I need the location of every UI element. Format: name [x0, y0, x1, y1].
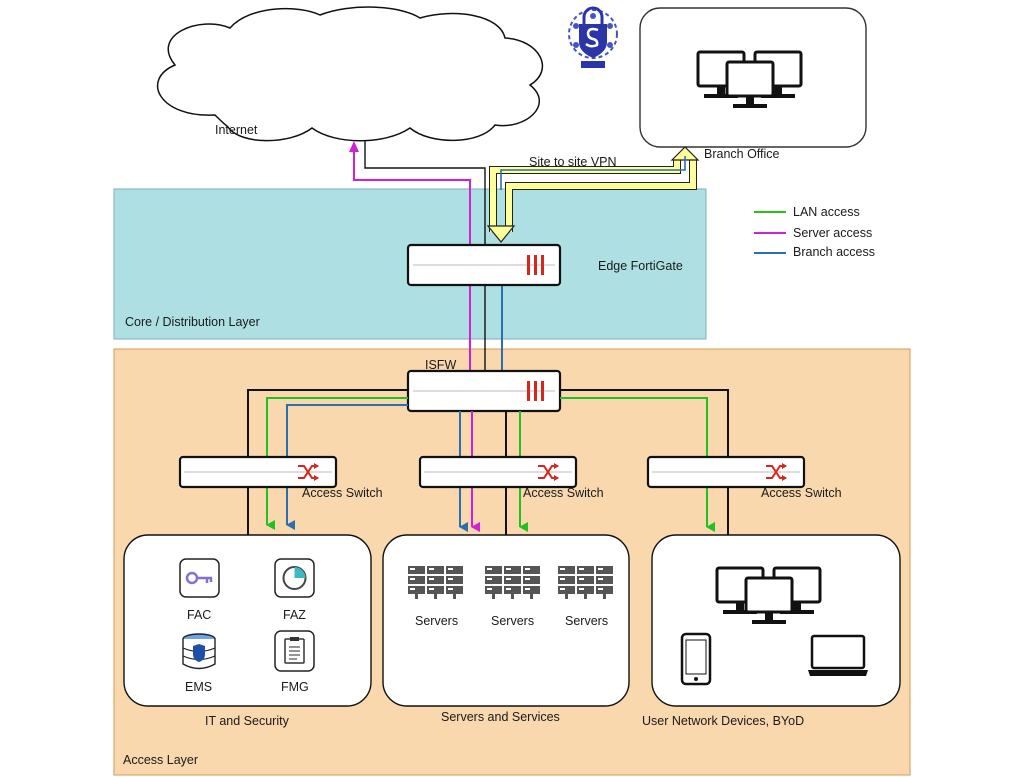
- it-security-box: [123, 534, 372, 707]
- access-switch-label-3: Access Switch: [761, 486, 842, 500]
- isfw-device: [406, 369, 562, 413]
- internet-label: Internet: [215, 123, 258, 137]
- phone-icon: [680, 632, 712, 686]
- it-security-label: IT and Security: [205, 714, 290, 728]
- legend: LAN access Server access Branch access: [754, 205, 875, 259]
- access-switch-label-1: Access Switch: [302, 486, 383, 500]
- branch-office-label: Branch Office: [704, 147, 780, 161]
- servers-services-label: Servers and Services: [441, 710, 560, 724]
- key-icon: [179, 558, 220, 598]
- internet-uplink: [364, 140, 486, 250]
- access-switch-3: [646, 455, 806, 489]
- faz-label: FAZ: [283, 608, 306, 622]
- ems-label: EMS: [185, 680, 212, 694]
- vpn-arrow: [486, 146, 700, 243]
- legend-branch-label: Branch access: [793, 245, 875, 259]
- access-switch-2: [418, 455, 578, 489]
- legend-server-label: Server access: [793, 226, 872, 240]
- access-switch-1: [178, 455, 338, 489]
- vpn-label: Site to site VPN: [529, 155, 617, 169]
- database-shield-icon: [182, 633, 216, 670]
- access-switch-label-2: Access Switch: [523, 486, 604, 500]
- fac-label: FAC: [187, 608, 211, 622]
- clipboard-icon: [274, 630, 315, 672]
- servers-label-2: Servers: [491, 614, 534, 628]
- user-devices-label: User Network Devices, BYoD: [642, 714, 804, 728]
- isfw-label: ISFW: [425, 358, 456, 372]
- servers-label-3: Servers: [565, 614, 608, 628]
- server-rack-icon-1: [408, 566, 463, 599]
- core-layer-label: Core / Distribution Layer: [125, 315, 260, 329]
- servers-label-1: Servers: [415, 614, 458, 628]
- pie-chart-icon: [274, 558, 315, 598]
- access-layer-label: Access Layer: [123, 753, 198, 767]
- internet-cloud: [156, 6, 543, 142]
- server-rack-icon-3: [558, 566, 613, 599]
- server-rack-icon-2: [485, 566, 540, 599]
- edge-fortigate-label: Edge FortiGate: [598, 259, 683, 273]
- legend-lan-label: LAN access: [793, 205, 860, 219]
- shield-lock-logo: [568, 6, 618, 68]
- edge-fortigate-device: [406, 243, 562, 287]
- laptop-icon: [808, 634, 868, 676]
- fmg-label: FMG: [281, 680, 309, 694]
